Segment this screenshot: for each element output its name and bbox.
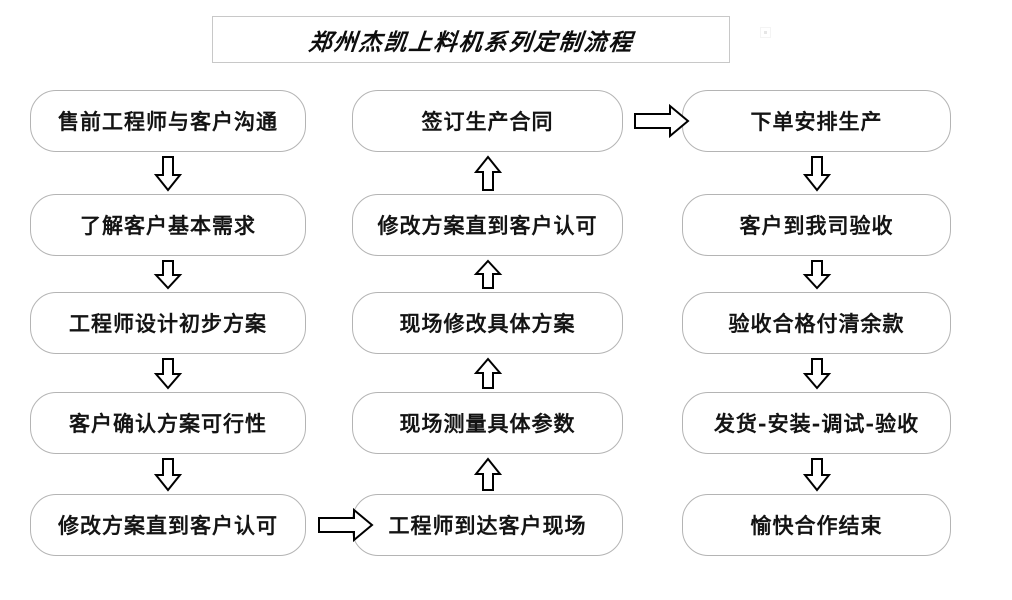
node-understand-requirements[interactable]: 了解客户基本需求: [30, 194, 306, 256]
arrow-up-icon-c2-2: [473, 259, 503, 300]
arrow-down-icon-c3-2: [802, 260, 832, 300]
node-revise-until-approved-1[interactable]: 修改方案直到客户认可: [30, 494, 306, 556]
node-pay-balance-after-acceptance[interactable]: 验收合格付清余款: [682, 292, 951, 354]
arrow-up-icon-c2-3: [473, 357, 503, 398]
node-onsite-measure-parameters[interactable]: 现场测量具体参数: [352, 392, 623, 454]
node-engineer-initial-design[interactable]: 工程师设计初步方案: [30, 292, 306, 354]
node-label: 签订生产合同: [421, 108, 554, 134]
arrow-down-icon-c1-2: [153, 260, 183, 300]
arrow-down-icon-c3-3: [802, 358, 832, 398]
node-customer-inspection-at-factory[interactable]: 客户到我司验收: [682, 194, 951, 256]
arrow-right-icon-col1-to-col2: [318, 507, 376, 543]
arrow-down-icon-c1-4: [153, 458, 183, 498]
chart-title-box: 郑州杰凯上料机系列定制流程: [212, 16, 730, 63]
node-label: 发货-安装-调试-验收: [713, 410, 920, 436]
node-label: 售前工程师与客户沟通: [58, 108, 278, 134]
node-label: 工程师设计初步方案: [69, 310, 267, 336]
arrow-down-icon-c3-1: [802, 156, 832, 196]
image-artifact: [760, 27, 771, 38]
node-ship-install-debug-accept[interactable]: 发货-安装-调试-验收: [682, 392, 951, 454]
arrow-down-icon-c1-1: [153, 156, 183, 196]
node-label: 现场修改具体方案: [399, 310, 576, 336]
node-label: 工程师到达客户现场: [388, 512, 587, 538]
node-sign-production-contract[interactable]: 签订生产合同: [352, 90, 623, 152]
node-label: 现场测量具体参数: [399, 410, 576, 436]
node-engineer-arrives-onsite[interactable]: 工程师到达客户现场: [352, 494, 623, 556]
node-presales-communication[interactable]: 售前工程师与客户沟通: [30, 90, 306, 152]
chart-title: 郑州杰凯上料机系列定制流程: [306, 28, 635, 56]
node-label: 愉快合作结束: [750, 512, 883, 538]
node-customer-confirm-feasibility[interactable]: 客户确认方案可行性: [30, 392, 306, 454]
node-cooperation-complete[interactable]: 愉快合作结束: [682, 494, 951, 556]
node-label: 验收合格付清余款: [728, 310, 905, 336]
node-label: 下单安排生产: [750, 108, 883, 134]
node-revise-until-approved-2[interactable]: 修改方案直到客户认可: [352, 194, 623, 256]
arrow-down-icon-c1-3: [153, 358, 183, 398]
node-label: 修改方案直到客户认可: [377, 212, 598, 238]
node-label: 客户到我司验收: [739, 212, 894, 238]
node-place-order-arrange-production[interactable]: 下单安排生产: [682, 90, 951, 152]
arrow-up-icon-c2-1: [473, 155, 503, 196]
arrow-right-icon-col2-to-col3: [634, 103, 692, 139]
node-label: 了解客户基本需求: [80, 212, 256, 238]
arrow-up-icon-c2-4: [473, 457, 503, 498]
node-onsite-revise-plan[interactable]: 现场修改具体方案: [352, 292, 623, 354]
node-label: 修改方案直到客户认可: [58, 512, 278, 538]
node-label: 客户确认方案可行性: [69, 410, 267, 436]
arrow-down-icon-c3-4: [802, 458, 832, 498]
